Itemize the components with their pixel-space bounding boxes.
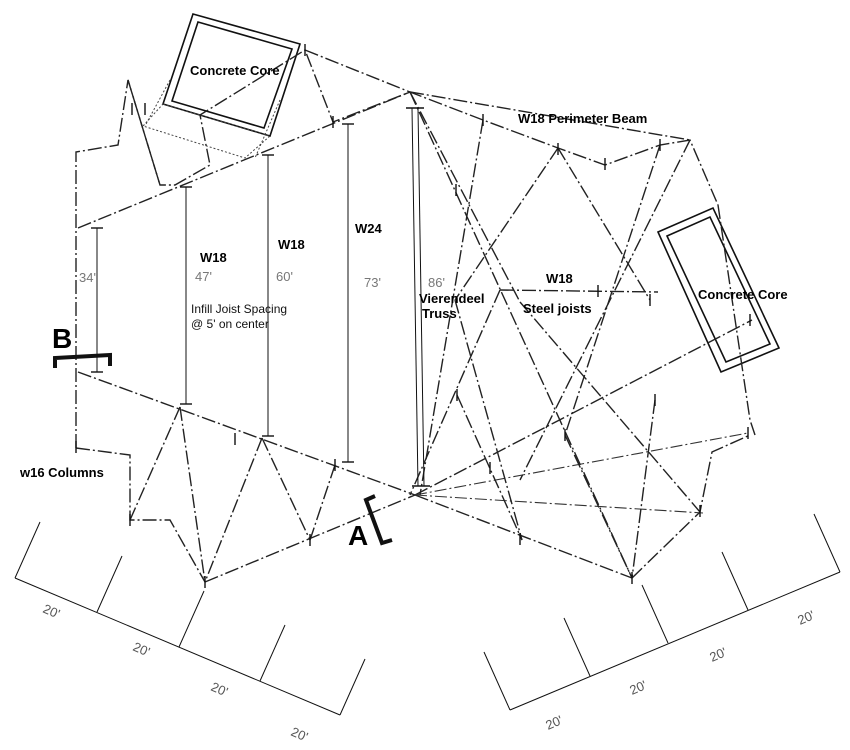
interior-girders	[77, 91, 753, 514]
w24-label: W24	[355, 221, 383, 236]
grid-left-label-1: 20'	[41, 601, 62, 621]
section-mark-b: B	[52, 323, 112, 368]
concrete-core-top-left	[142, 13, 302, 159]
span-line-73	[342, 123, 354, 463]
grid-dimension-right	[483, 513, 841, 711]
w18-label-b: W18	[278, 237, 305, 252]
w18-label-c: W18	[546, 271, 573, 286]
concrete-core-right	[656, 206, 781, 374]
columns-label: w16 Columns	[19, 465, 104, 480]
span-line-60	[262, 154, 274, 437]
grid-dimension-left	[14, 521, 366, 716]
span-line-47	[180, 186, 192, 405]
truss-label: Truss	[422, 306, 457, 321]
span-line-86	[406, 107, 430, 487]
grid-left-label-4: 20'	[289, 724, 310, 744]
lower-left-framing	[127, 79, 336, 583]
section-mark-a-label: A	[348, 520, 368, 551]
grid-left-label-2: 20'	[131, 639, 152, 659]
infill-spacing-label: @ 5' on center	[191, 317, 269, 331]
concrete-core-label-right: Concrete Core	[698, 287, 788, 302]
grid-right-label-2: 20'	[627, 677, 648, 697]
section-mark-b-label: B	[52, 323, 72, 354]
span-label-47: 47'	[195, 269, 212, 284]
diagonal-framing	[409, 91, 701, 579]
span-label-60: 60'	[276, 269, 293, 284]
span-label-86: 86'	[428, 275, 445, 290]
span-label-34: 34'	[79, 270, 96, 285]
vierendeel-label: Vierendeel	[419, 291, 485, 306]
steel-joists-label: Steel joists	[523, 301, 592, 316]
section-mark-a: A	[348, 494, 393, 551]
infill-joist-label: Infill Joist Spacing	[191, 302, 287, 316]
perimeter-beam-label: W18 Perimeter Beam	[518, 111, 647, 126]
concrete-core-label-top: Concrete Core	[190, 63, 280, 78]
joint-ticks	[75, 44, 751, 588]
grid-left-label-3: 20'	[209, 679, 230, 699]
w18-label-a: W18	[200, 250, 227, 265]
span-label-73: 73'	[364, 275, 381, 290]
grid-right-label-3: 20'	[707, 644, 728, 664]
span-line-34	[91, 227, 103, 373]
grid-right-label-4: 20'	[795, 607, 816, 627]
grid-right-label-1: 20'	[543, 712, 564, 732]
